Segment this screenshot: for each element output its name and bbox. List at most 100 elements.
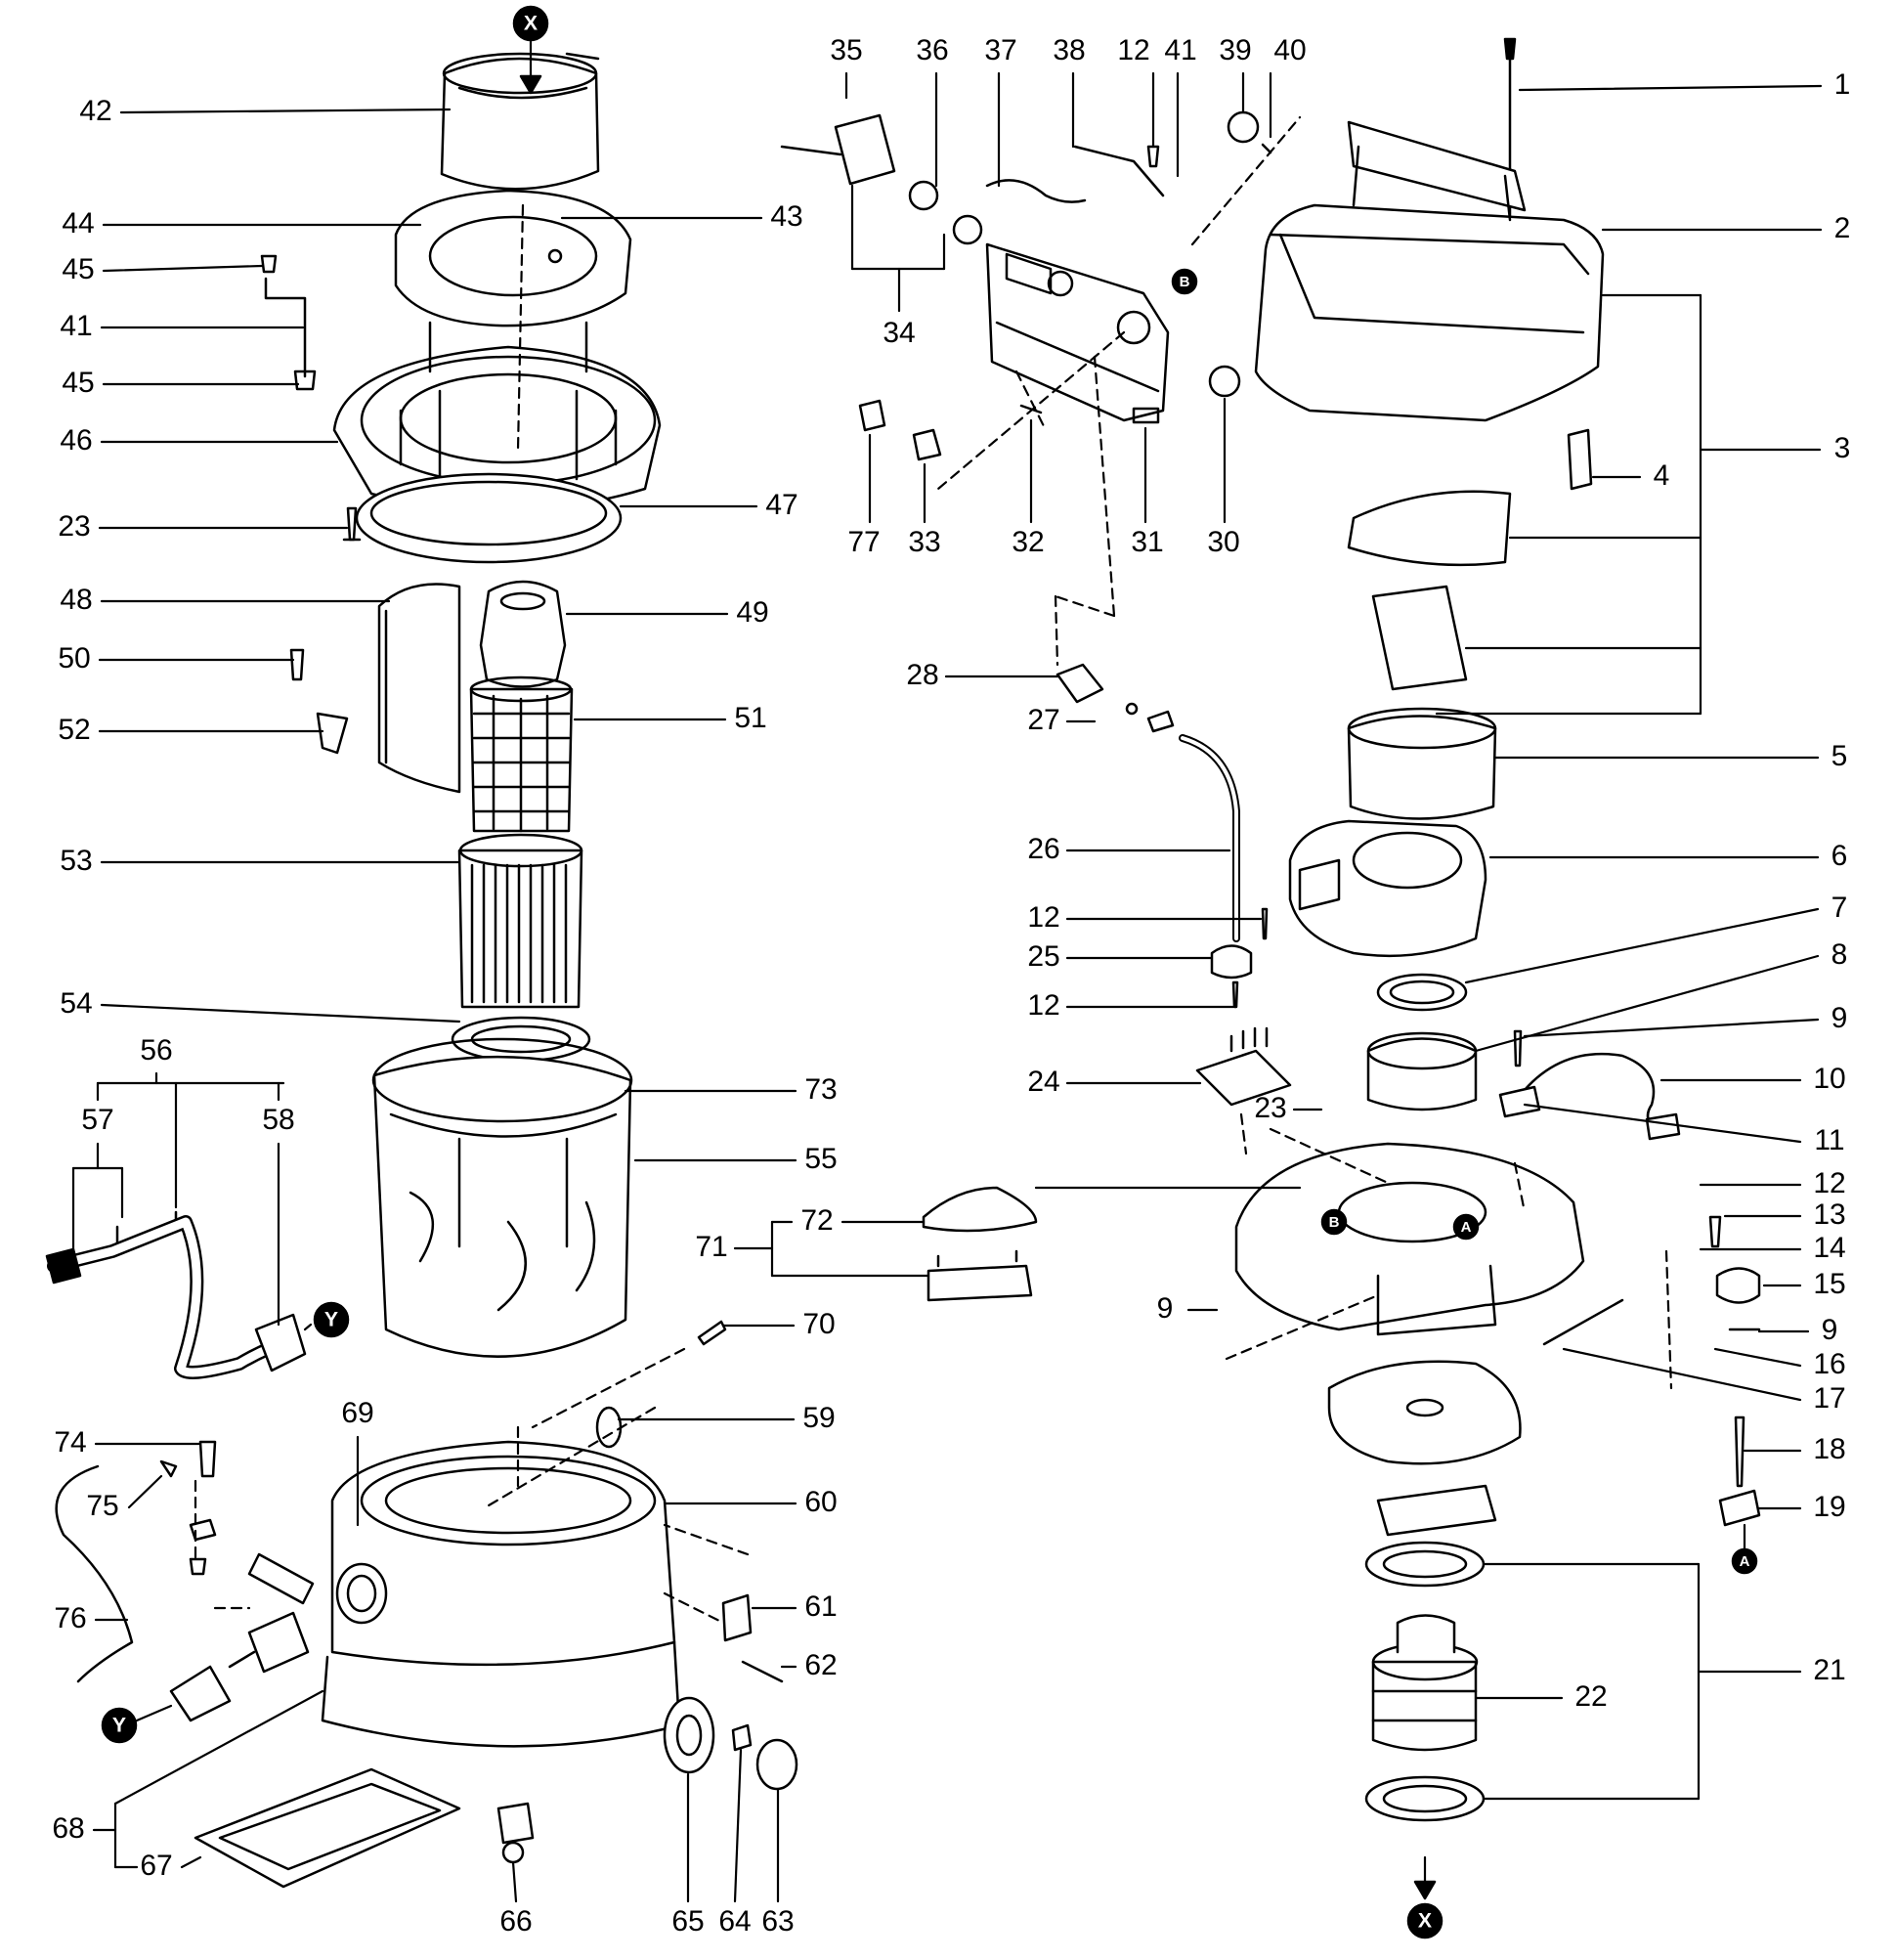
part-39-label: 39 bbox=[1219, 34, 1251, 66]
leader-line bbox=[1269, 1127, 1390, 1185]
leader-line bbox=[113, 1689, 324, 1806]
part-30-cap bbox=[1208, 365, 1241, 398]
leader-line bbox=[1190, 115, 1302, 246]
part-46-label: 46 bbox=[60, 424, 92, 457]
part-68-label: 68 bbox=[52, 1812, 84, 1845]
part-49-nozzle bbox=[479, 580, 567, 688]
part-67-label: 67 bbox=[140, 1850, 172, 1882]
part-35-36-switch-bracket bbox=[780, 113, 983, 245]
part-11-strain-relief bbox=[1498, 1085, 1541, 1118]
part-base-plate bbox=[1234, 1142, 1585, 1336]
part-12-screws-mid bbox=[1231, 907, 1269, 1009]
part-27-label: 27 bbox=[1027, 704, 1059, 736]
part-51-label: 51 bbox=[734, 702, 766, 734]
part-41-label: 41 bbox=[60, 310, 92, 342]
part-12-label: 12 bbox=[1027, 901, 1059, 934]
part-11-label: 11 bbox=[1814, 1124, 1844, 1156]
leader-line bbox=[663, 1523, 750, 1556]
part-66-label: 66 bbox=[499, 1905, 532, 1938]
part-9-screw-top bbox=[1513, 1029, 1523, 1067]
part-48-shell bbox=[377, 583, 461, 794]
marker-x-icon bbox=[512, 5, 549, 42]
part-3-label: 3 bbox=[1834, 432, 1851, 464]
marker-y-icon bbox=[101, 1707, 138, 1744]
marker-a-letter: A bbox=[1461, 1219, 1472, 1236]
part-50-label: 50 bbox=[58, 642, 90, 675]
marker-b-icon bbox=[1171, 268, 1198, 295]
part-5-shroud bbox=[1347, 707, 1497, 820]
leader-line bbox=[1513, 1161, 1527, 1214]
marker-b-letter: B bbox=[1180, 274, 1190, 290]
part-37-label: 37 bbox=[984, 34, 1016, 66]
part-53-label: 53 bbox=[60, 845, 92, 877]
leader-line bbox=[180, 1855, 202, 1869]
part-33-label: 33 bbox=[908, 526, 940, 558]
marker-y-letter: Y bbox=[324, 1308, 338, 1331]
part-2-label: 2 bbox=[1834, 212, 1851, 244]
leader-line bbox=[1562, 1347, 1802, 1402]
part-16-label: 16 bbox=[1813, 1348, 1845, 1380]
part-71-label: 71 bbox=[695, 1231, 727, 1263]
leader-line bbox=[102, 264, 264, 273]
part-10-label: 10 bbox=[1813, 1063, 1845, 1095]
part-12-label: 12 bbox=[1027, 989, 1059, 1022]
part-50-screw bbox=[289, 648, 305, 681]
leader-line bbox=[1239, 1112, 1248, 1155]
part-12-label: 12 bbox=[1813, 1167, 1845, 1199]
part-32-screw bbox=[1019, 404, 1043, 414]
part-65-64-63-wheel bbox=[663, 1696, 798, 1791]
part-17-label: 17 bbox=[1813, 1382, 1845, 1415]
leader-line bbox=[119, 108, 452, 114]
part-12-label: 12 bbox=[1117, 34, 1149, 66]
marker-y-letter: Y bbox=[112, 1714, 126, 1737]
leader-line bbox=[1464, 907, 1820, 984]
part-33-77-fittings bbox=[858, 399, 942, 461]
part-22-label: 22 bbox=[1574, 1680, 1607, 1713]
part-14-label: 14 bbox=[1813, 1232, 1845, 1264]
part-64-label: 64 bbox=[718, 1905, 751, 1938]
part-44-label: 44 bbox=[62, 207, 94, 240]
part-31-bracket bbox=[1132, 407, 1160, 424]
part-69-label: 69 bbox=[341, 1397, 373, 1429]
part-21-label: 21 bbox=[1813, 1654, 1845, 1686]
leader-line bbox=[531, 1347, 686, 1429]
part-25-label: 25 bbox=[1027, 940, 1059, 973]
part-74-label: 74 bbox=[54, 1426, 86, 1459]
part-57-label: 57 bbox=[81, 1104, 113, 1136]
part-coupling-y bbox=[169, 1611, 310, 1722]
part-7-ring bbox=[1376, 973, 1468, 1012]
part-13-14-16-fasteners bbox=[1708, 1215, 1761, 1331]
part-spring-plate bbox=[1376, 1484, 1497, 1537]
part-19-terminal bbox=[1718, 1489, 1761, 1527]
part-49-label: 49 bbox=[736, 596, 768, 629]
part-6-motor-housing bbox=[1288, 819, 1487, 958]
part-70-label: 70 bbox=[802, 1308, 835, 1340]
leader-line bbox=[1054, 594, 1116, 618]
leader-line bbox=[100, 1003, 461, 1024]
part-30-label: 30 bbox=[1207, 526, 1239, 558]
part-37-38-harness bbox=[985, 145, 1165, 203]
part-10-power-cord bbox=[1523, 1052, 1681, 1141]
part-55-label: 55 bbox=[804, 1143, 837, 1175]
part-43-label: 43 bbox=[770, 200, 802, 233]
part-8-collar bbox=[1366, 1031, 1478, 1111]
leader-line bbox=[127, 1474, 163, 1509]
part-47-label: 47 bbox=[765, 489, 797, 521]
part-75-label: 75 bbox=[86, 1490, 118, 1522]
part-3-deflector-mid bbox=[1371, 585, 1468, 691]
part-number-labels: 4244454145462348505253544347495173557059… bbox=[52, 34, 1850, 1938]
part-32-label: 32 bbox=[1012, 526, 1044, 558]
part-28-27-26-tube bbox=[1056, 663, 1240, 942]
part-39-40-knob bbox=[1227, 110, 1272, 154]
part-72-label: 72 bbox=[800, 1204, 833, 1237]
marker-x-icon bbox=[1406, 1902, 1444, 1939]
part-42-label: 42 bbox=[79, 95, 111, 127]
part-41-label: 41 bbox=[1164, 34, 1196, 66]
part-45-41-fittings bbox=[260, 254, 317, 391]
leader-line bbox=[1518, 84, 1823, 92]
leader-line bbox=[1054, 594, 1059, 667]
part-61-62-latch bbox=[721, 1593, 784, 1683]
leader-line bbox=[1225, 1293, 1380, 1361]
part-71-handle-base bbox=[926, 1249, 1033, 1302]
